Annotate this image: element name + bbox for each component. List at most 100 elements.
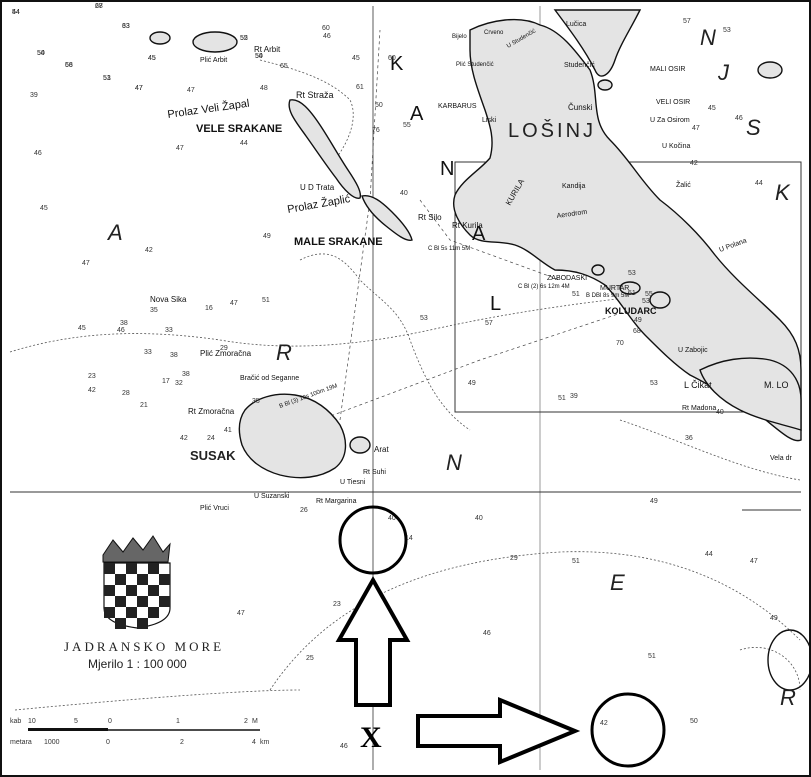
depth-contour [14,689,301,711]
light-description: C Bl (2) 6s 12m 4M [518,284,570,290]
shield-check [126,607,137,618]
shield-check [148,585,159,596]
place-name: Rt Arbit [254,45,281,54]
scale-tick: 1 [176,718,180,725]
shield-check [115,574,126,585]
depth-sounding: 28 [122,390,130,397]
place-name: M. LO [764,380,789,390]
crown-icon [102,535,171,563]
place-name: Žalić [676,180,691,189]
shield-check [104,585,115,596]
islet-murtar [619,281,641,295]
depth-sounding: 57 [683,18,691,25]
islet-outline [767,629,811,691]
place-name: Studenčić [564,62,595,69]
region-letter: A [410,103,425,125]
depth-sounding: 55 [645,291,653,298]
scale-tick: 4 [252,739,256,746]
depth-sounding: 70 [616,340,624,347]
place-name: Crveno [484,30,504,36]
depth-sounding: 61 [356,84,364,91]
islet-koludarc [649,291,671,309]
scale-label-top: kab [10,718,21,725]
highlight-circle-upper [338,505,408,575]
depth-sounding: 26 [300,507,308,514]
depth-sounding: 47 [187,87,195,94]
depth-sounding: 49 [468,380,476,387]
depth-sounding: 23 [88,373,96,380]
place-name: Plić Arbit [200,57,227,64]
depth-sounding: 68 [65,62,73,69]
depth-sounding: 46 [340,743,348,750]
shield-check [104,563,115,574]
region-letter: A [472,223,487,245]
shield-check [115,618,126,629]
scale-tick: 0 [108,718,112,725]
depth-sounding: 68 [95,3,103,10]
depth-sounding: 47 [692,125,700,132]
depth-sounding: 50 [255,53,263,60]
depth-sounding: 47 [750,558,758,565]
marker-x-label: X [360,721,382,754]
place-name: U Kočina [662,143,691,150]
depth-sounding: 54 [255,53,263,60]
depth-sounding: 33 [165,327,173,334]
depth-sounding: 42 [690,160,698,167]
scale-tick: 5 [74,718,78,725]
depth-sounding: 45 [78,325,86,332]
place-name: L Čikat [684,380,712,390]
shield-check [137,574,148,585]
depth-sounding: 14 [405,535,413,542]
depth-sounding: 40 [388,515,396,522]
place-name: Rt Straža [296,90,334,100]
depth-sounding: 45 [352,55,360,62]
region-letter: N [440,158,456,180]
depth-contour [299,253,471,431]
depth-sounding: 29 [220,345,228,352]
depth-sounding: 51 [572,558,580,565]
arrow-up-icon [335,575,411,707]
region-letter: R [276,340,292,365]
shield-check [126,585,137,596]
islet [597,79,613,91]
depth-sounding: 63 [122,23,130,30]
male-srakane-island [361,195,413,241]
coat-of-arms [102,535,171,629]
shield-check [126,563,137,574]
depth-sounding: 51 [572,291,580,298]
region-letter: N [446,450,462,475]
depth-sounding: 68 [633,328,641,335]
depth-contour [739,647,801,691]
depth-sounding: 40 [475,515,483,522]
region-letter: R [780,685,796,710]
place-name: Plić Zmoračna [200,349,252,358]
depth-sounding: 39 [570,393,578,400]
depth-contour [619,419,801,481]
place-name: Bračić od Seganne [240,375,299,382]
depth-sounding: 50 [37,50,45,57]
depth-sounding: 55 [403,122,411,129]
islet [149,31,171,45]
depth-sounding: 46 [117,327,125,334]
island-name-vele-srakane: VELE SRAKANE [196,123,282,135]
shield-check [137,618,148,629]
depth-sounding: 35 [252,398,260,405]
place-name: Rt Kurila [452,221,483,230]
depth-sounding: 33 [144,349,152,356]
depth-sounding: 52 [240,35,248,42]
scale-unit: km [260,739,270,746]
depth-sounding: 47 [176,145,184,152]
place-name: Rt Suhi [363,469,386,476]
place-name: U Zabojic [678,347,708,354]
arrow-right-icon [416,697,581,765]
susak-island [238,393,347,479]
depth-sounding: 32 [175,380,183,387]
route-line [419,199,561,281]
scale-tick: 2 [244,718,248,725]
depth-sounding: 51 [262,297,270,304]
depth-sounding: 49 [634,317,642,324]
shield-check [159,596,170,607]
